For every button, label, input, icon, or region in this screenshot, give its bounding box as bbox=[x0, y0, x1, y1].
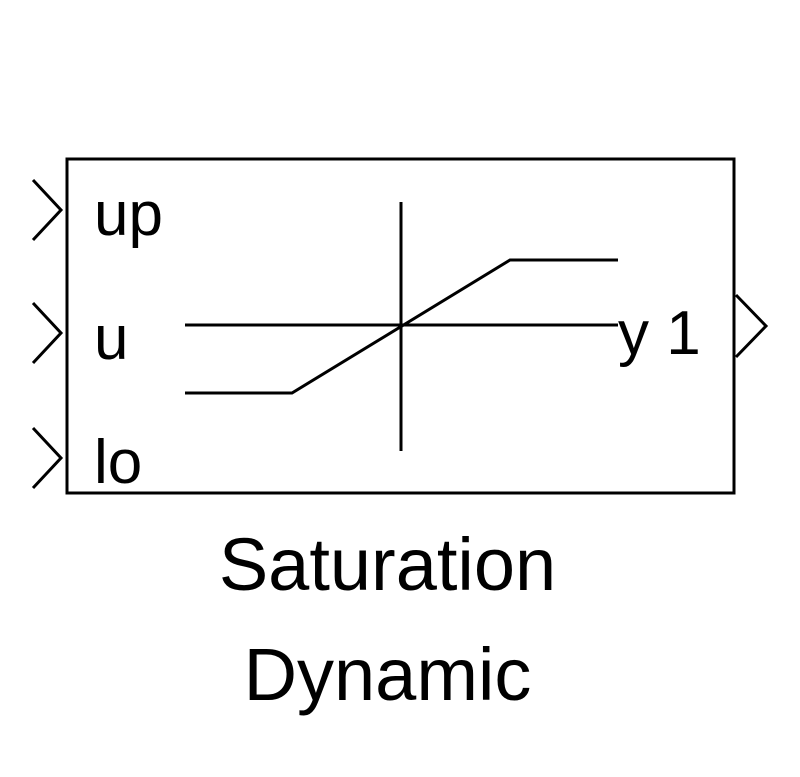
saturation-curve-icon bbox=[185, 202, 618, 451]
input-port-up-icon[interactable] bbox=[31, 178, 64, 242]
input-port-u-icon[interactable] bbox=[31, 301, 64, 365]
input-label-lo: lo bbox=[94, 428, 143, 497]
block-name-line-1[interactable]: Saturation bbox=[218, 523, 557, 606]
symbol-saturation-curve bbox=[185, 258, 618, 395]
block-name-line-2[interactable]: Dynamic bbox=[243, 633, 532, 716]
input-label-up: up bbox=[94, 180, 163, 249]
output-label-y1: y 1 bbox=[618, 299, 701, 368]
input-port-lo-icon[interactable] bbox=[31, 426, 64, 490]
block-frame[interactable] bbox=[65, 157, 736, 495]
output-port-y1-icon[interactable] bbox=[734, 293, 769, 359]
input-label-u: u bbox=[94, 304, 129, 373]
